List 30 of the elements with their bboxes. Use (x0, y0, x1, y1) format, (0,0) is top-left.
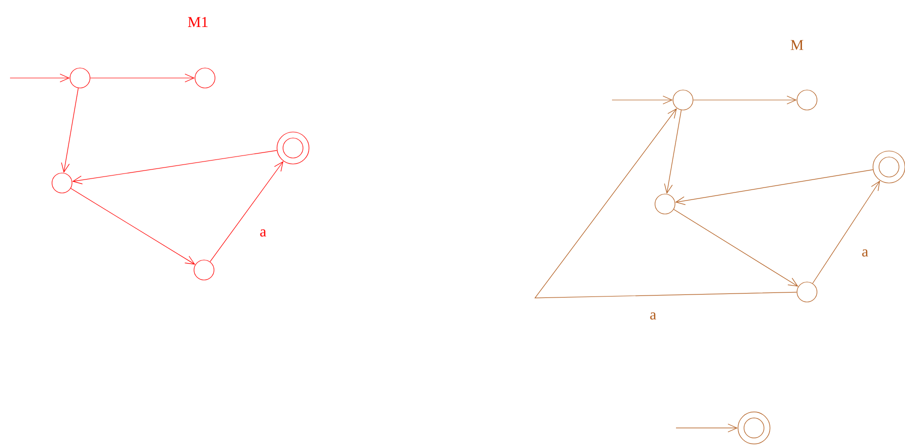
arrow (70, 188, 196, 265)
arrow (90, 74, 195, 82)
state-circle (194, 260, 214, 280)
state-circle (796, 90, 818, 110)
arrow (812, 180, 880, 284)
arrow (664, 110, 682, 194)
state-circle (654, 194, 676, 214)
state-circle (796, 282, 818, 302)
state-circle (70, 68, 90, 88)
edge-label: a (650, 312, 656, 320)
state-circle (194, 68, 216, 88)
arrow (61, 88, 79, 173)
edge-label: a (862, 249, 868, 257)
arrow (675, 169, 874, 205)
arrow (10, 74, 70, 82)
edge-label: a (260, 229, 266, 237)
state-circle (672, 90, 694, 110)
arrow (534, 108, 797, 298)
arrow (210, 161, 284, 262)
arrow (676, 424, 738, 432)
state-circle (52, 172, 72, 194)
machine-title: M (790, 40, 804, 50)
arrow (612, 96, 673, 104)
accept-state-circle (872, 150, 905, 184)
arrow (72, 150, 278, 184)
accept-state-circle (276, 132, 310, 164)
machine-title: M1 (188, 17, 208, 27)
arrow (693, 96, 797, 104)
arrow (673, 209, 798, 287)
accept-state-circle (738, 412, 770, 444)
